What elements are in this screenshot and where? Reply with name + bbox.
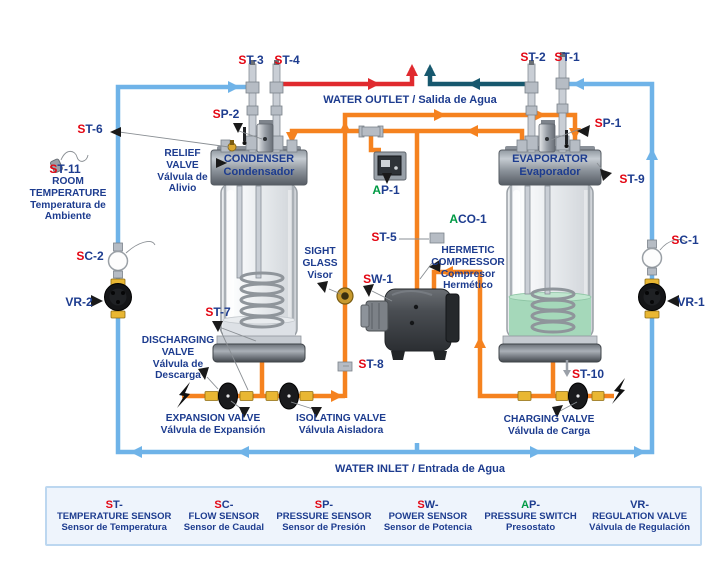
- sight-glass-device: [336, 287, 354, 305]
- label-pointers: [91, 123, 679, 418]
- label-st10: ST-10: [571, 367, 605, 381]
- line-break-bolt-right: [612, 378, 625, 404]
- label-water-outlet: WATER OUTLET / Salida de Agua: [323, 94, 497, 106]
- label-expansion-valve: EXPANSION VALVE Válvula de Expansión: [160, 413, 266, 436]
- condenser-vessel: [210, 60, 308, 363]
- label-sw1: SW-1: [363, 272, 393, 286]
- st5-sensor-fitting: [429, 232, 445, 244]
- label-sc2: SC-2: [76, 249, 104, 263]
- vr2-regulation-valve-device: [104, 278, 132, 319]
- label-st5: ST-5: [371, 230, 397, 244]
- water-circuit: [115, 64, 658, 458]
- label-vr2: VR-2: [65, 295, 93, 309]
- refrigerant-circuit: [182, 109, 614, 402]
- label-condenser: CONDENSER Condensador: [223, 153, 295, 178]
- legend-regulation-valve: VR- REGULATION VALVE Válvula de Regulaci…: [589, 499, 690, 533]
- legend-temperature-sensor: ST- TEMPERATURE SENSOR Sensor de Tempera…: [57, 499, 172, 533]
- label-st4: ST-4: [274, 53, 300, 67]
- label-aco1-desc: HERMETIC COMPRESSOR Compresor Hermético: [431, 245, 505, 292]
- label-st11: ST-11: [49, 162, 81, 176]
- label-st2: ST-2: [520, 50, 546, 64]
- label-evaporator: EVAPORATOR Evaporador: [512, 153, 588, 178]
- label-ap1: AP-1: [372, 183, 400, 197]
- st8-sensor-fitting: [337, 361, 353, 372]
- vr1-regulation-valve-device: [638, 278, 666, 319]
- label-water-inlet: WATER INLET / Entrada de Agua: [335, 463, 505, 475]
- label-st7: ST-7: [205, 305, 231, 319]
- label-discharging-valve: DISCHARGING VALVE Válvula de Descarga: [141, 335, 215, 382]
- label-sp2: SP-2: [212, 107, 240, 121]
- sc1-flow-sensor-device: [641, 239, 688, 276]
- legend-power-sensor: SW- POWER SENSOR Sensor de Potencia: [383, 499, 472, 533]
- tee-fitting: [358, 125, 384, 138]
- label-sight-glass: SIGHT GLASS Visor: [302, 246, 338, 281]
- label-aco1: ACO-1 HERMETIC COMPRESSOR Compresor Herm…: [414, 194, 522, 311]
- sp2-sensor-device: [256, 120, 274, 153]
- legend-pressure-switch: AP- PRESSURE SWITCH Presostato: [484, 499, 577, 533]
- legend-flow-sensor: SC- FLOW SENSOR Sensor de Caudal: [183, 499, 265, 533]
- legend-pressure-sensor: SP- PRESSURE SENSOR Sensor de Presión: [276, 499, 372, 533]
- label-sp1: SP-1: [594, 116, 622, 130]
- label-st3: ST-3: [238, 53, 264, 67]
- relief-valve-device: [227, 140, 237, 152]
- sp1-sensor-device: [538, 120, 556, 153]
- expansion-valve-device: [204, 382, 254, 410]
- label-st9: ST-9: [619, 172, 645, 186]
- label-st6: ST-6: [77, 122, 103, 136]
- legend-box: ST- TEMPERATURE SENSOR Sensor de Tempera…: [45, 486, 702, 546]
- charging-valve-device: [517, 382, 605, 410]
- label-vr1: VR-1: [677, 295, 705, 309]
- label-charging-valve: CHARGING VALVE Válvula de Carga: [503, 414, 595, 437]
- label-st8: ST-8: [358, 357, 384, 371]
- sc2-flow-sensor-device: [107, 241, 156, 279]
- line-break-bolt-left: [177, 382, 190, 408]
- label-relief-valve: RELIEF VALVE Válvula de Alivio: [157, 148, 208, 195]
- label-room-temperature: ROOM TEMPERATURE Temperatura de Ambiente: [29, 176, 107, 223]
- label-isolating-valve: ISOLATING VALVE Válvula Aisladora: [296, 413, 386, 436]
- label-sc1: SC-1: [671, 233, 699, 247]
- compressor: [360, 288, 460, 360]
- st11-probe-icon: [49, 150, 89, 173]
- isolating-valve-device: [265, 382, 314, 410]
- label-st1: ST-1: [554, 50, 580, 64]
- evaporator-vessel: [498, 52, 602, 363]
